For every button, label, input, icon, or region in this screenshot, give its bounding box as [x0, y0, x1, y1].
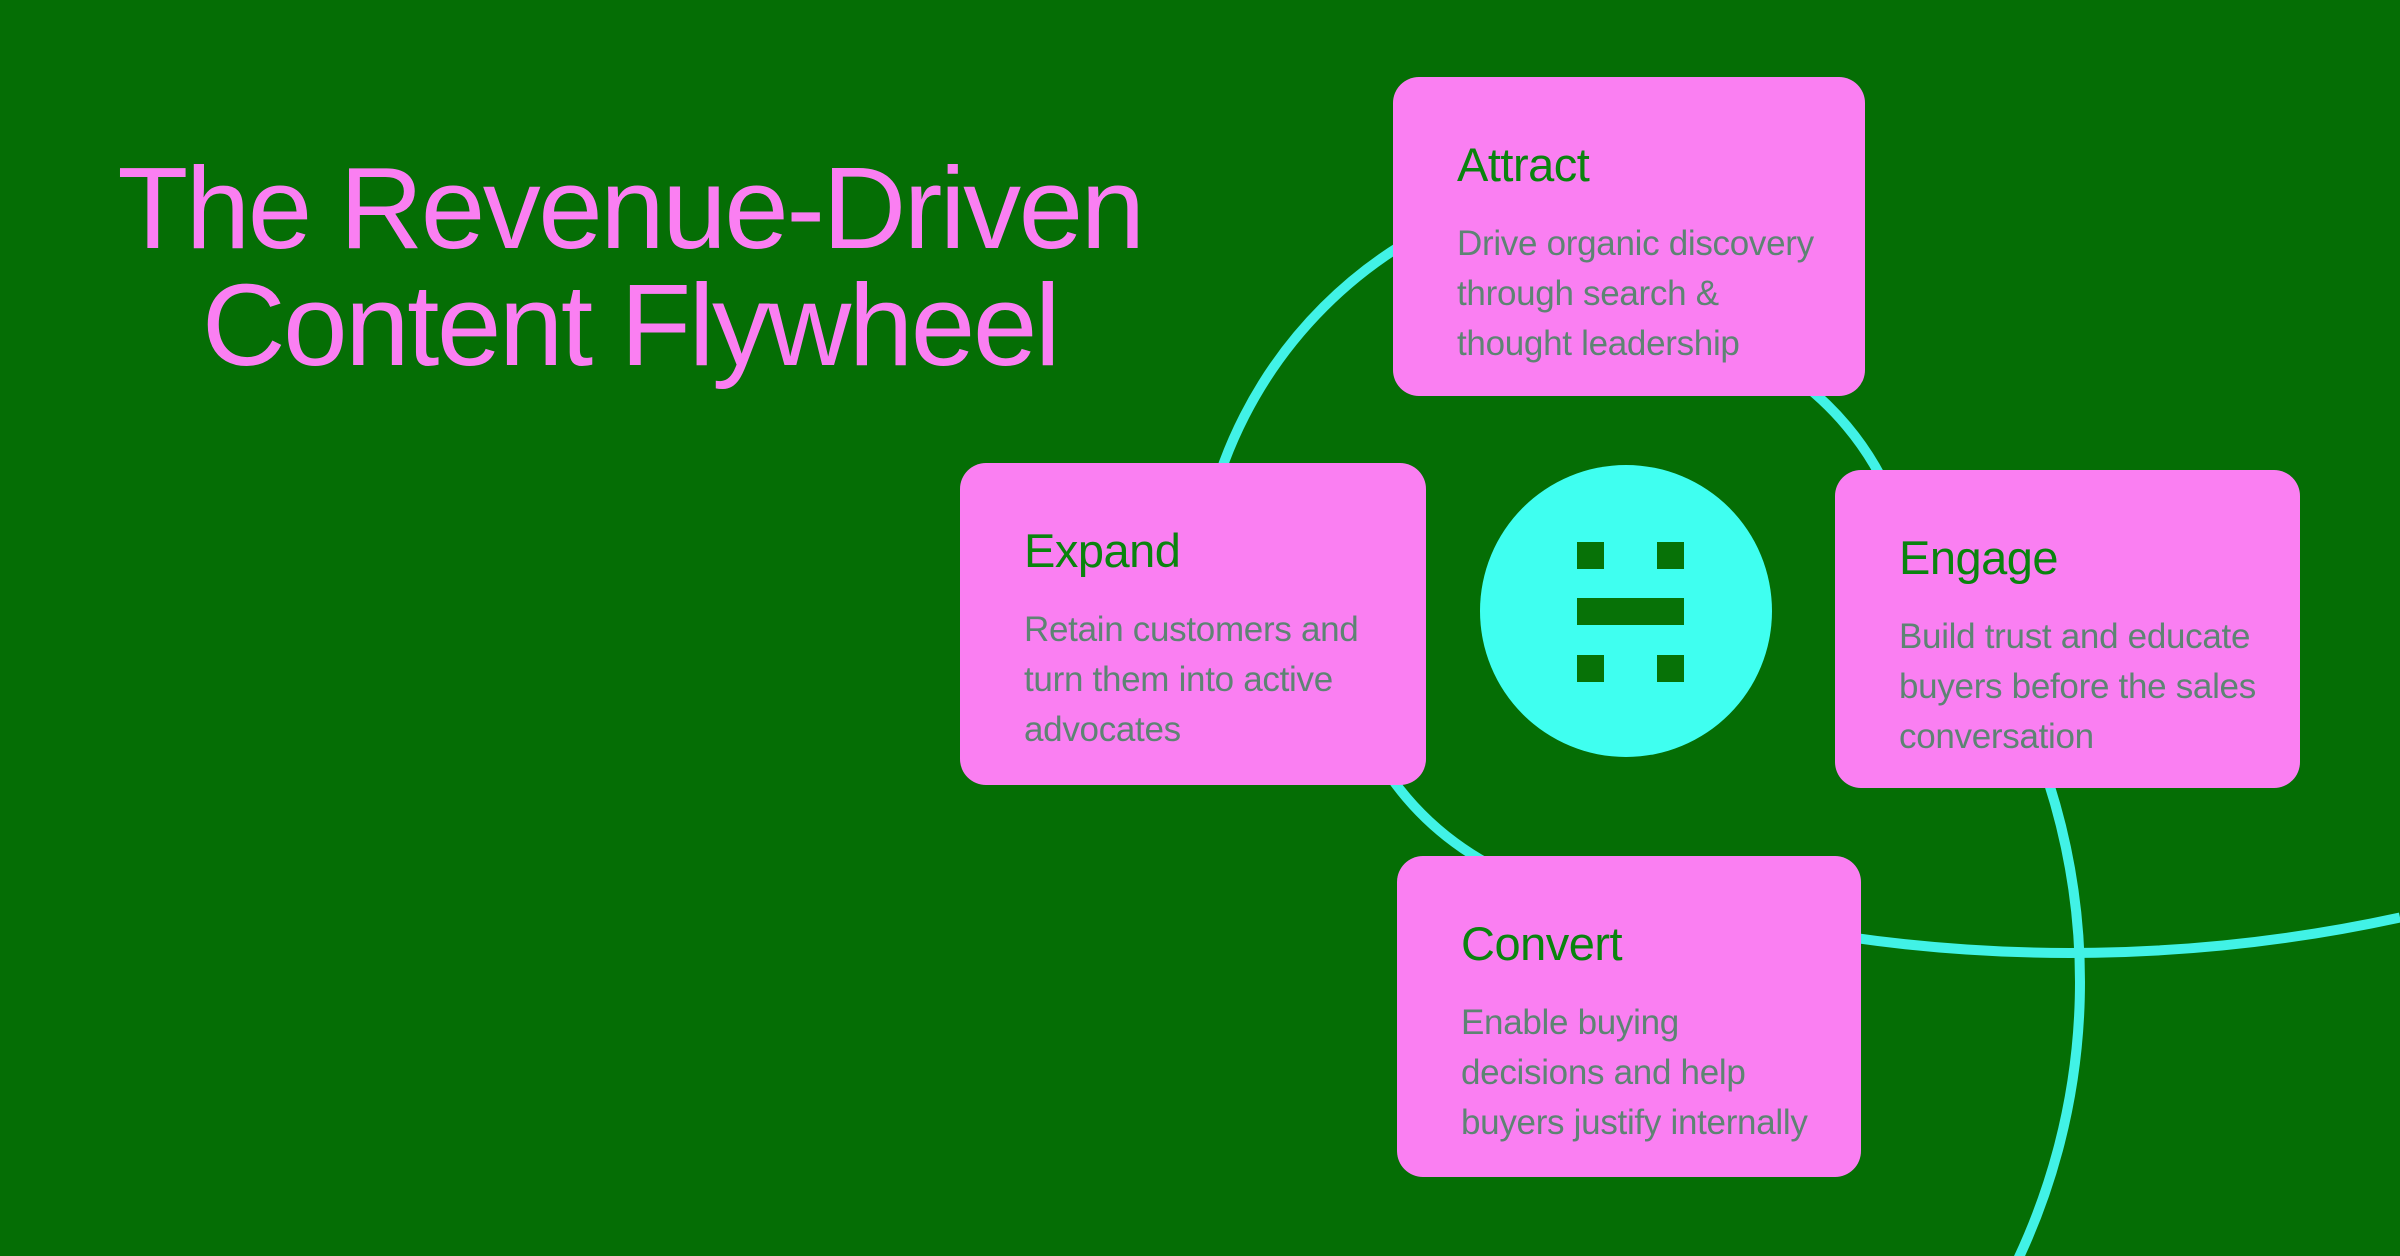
ring-arc-bottom-horizontal: [1789, 912, 2400, 958]
stage-card-expand: Expand Retain customers and turn them in…: [960, 463, 1426, 785]
stage-title: Engage: [1899, 531, 2059, 584]
stage-description: Retain customers and turn them into acti…: [1024, 610, 1359, 749]
stage-card-engage: Engage Build trust and educate buyers be…: [1835, 470, 2300, 788]
logo-square: [1657, 542, 1684, 569]
stage-title: Convert: [1461, 917, 1623, 970]
stage-description: Build trust and educate buyers before th…: [1899, 617, 2256, 756]
logo-row-top: [1577, 542, 1684, 569]
stage-description: Enable buying decisions and help buyers …: [1461, 1003, 1808, 1142]
stage-description: Drive organic discovery through search &…: [1457, 224, 1814, 363]
stage-card-attract: Attract Drive organic discovery through …: [1393, 77, 1865, 396]
logo-square: [1577, 542, 1604, 569]
logo-row-middle: [1577, 598, 1684, 625]
stage-card-convert: Convert Enable buying decisions and help…: [1397, 856, 1861, 1177]
equals-dots-logo-icon: [1577, 542, 1684, 682]
page-title: The Revenue-Driven Content Flywheel: [117, 143, 1145, 390]
logo-bar: [1577, 598, 1684, 625]
flywheel-hub: [1480, 465, 1772, 757]
logo-square: [1577, 655, 1604, 682]
ring-arc-right-vertical: [2013, 704, 2085, 1256]
logo-square: [1657, 655, 1684, 682]
stage-title: Attract: [1457, 138, 1590, 191]
stage-title: Expand: [1024, 524, 1181, 577]
logo-row-bottom: [1577, 655, 1684, 682]
